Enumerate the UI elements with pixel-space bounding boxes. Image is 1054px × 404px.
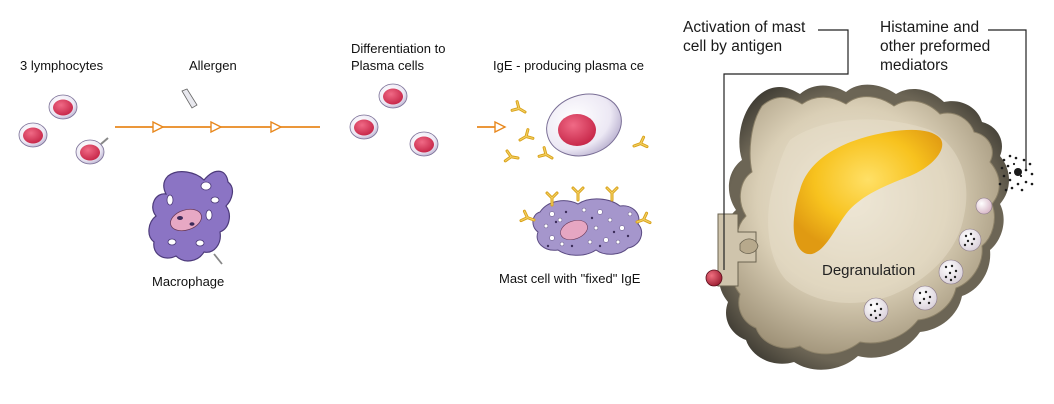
label-differentiation-line1: Differentiation to <box>351 41 446 56</box>
pathway-arrow-short <box>477 121 506 133</box>
label-activation-line2: cell by antigen <box>683 38 783 55</box>
mast-cell-small <box>519 186 652 256</box>
label-histamine: Histamine and other preformed mediators <box>880 18 990 75</box>
granules <box>863 197 993 323</box>
ige-plasma-cell <box>546 93 622 157</box>
label-differentiation: Differentiation to Plasma cells <box>351 40 445 74</box>
macrophage-cell <box>148 170 234 265</box>
label-differentiation-line2: Plasma cells <box>351 58 424 73</box>
label-ige-plasma: IgE - producing plasma ce <box>493 58 645 73</box>
allergen-particle <box>181 88 198 109</box>
allergen-fragment <box>100 137 109 145</box>
label-b-lymphocytes: 3 lymphocytes <box>20 58 104 73</box>
mast-cell-large <box>705 84 1034 370</box>
label-activation-line1: Activation of mast <box>683 19 806 36</box>
b-lymphocyte-cells <box>18 94 109 165</box>
b-lymphocyte-cell <box>18 122 48 148</box>
pathway-arrow <box>115 121 320 133</box>
label-degranulation: Degranulation <box>822 262 916 279</box>
antigen-ball <box>705 269 723 287</box>
label-histamine-line3: mediators <box>880 57 949 74</box>
label-macrophage: Macrophage <box>152 274 225 289</box>
plasma-cell <box>409 131 439 157</box>
label-mast-cell-fixed-ige: Mast cell with "fixed" IgE <box>499 271 641 286</box>
plasma-cell <box>349 114 379 140</box>
plasma-cells <box>349 83 439 157</box>
mast-cell-nucleus <box>793 129 943 255</box>
label-allergen: Allergen <box>189 58 237 73</box>
b-lymphocyte-cell <box>75 139 105 165</box>
label-histamine-line2: other preformed <box>880 38 991 55</box>
b-lymphocyte-cell <box>48 94 78 120</box>
histamine-release <box>998 154 1034 192</box>
plasma-cell <box>378 83 408 109</box>
label-activation: Activation of mast cell by antigen <box>683 18 805 56</box>
label-histamine-line1: Histamine and <box>880 19 980 36</box>
leader-lines <box>723 29 1027 270</box>
